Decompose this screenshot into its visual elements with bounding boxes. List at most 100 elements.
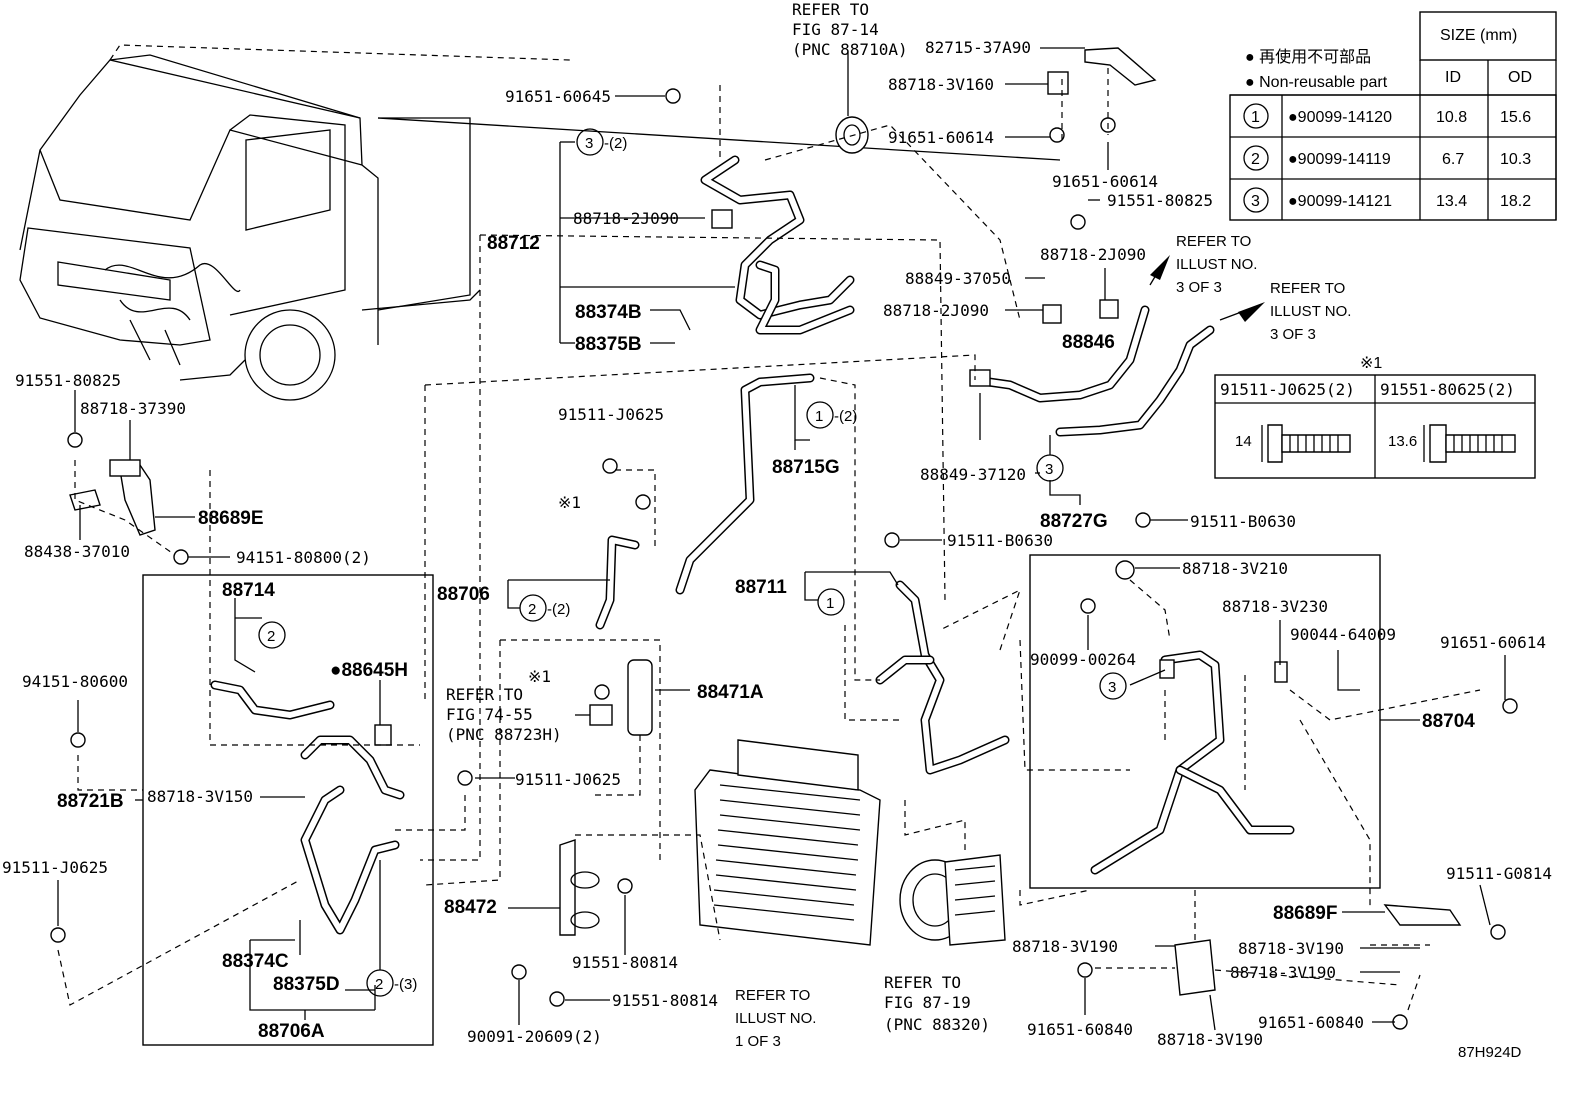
- size-legend: SIZE (mm) ● 再使用不可部品 ● Non-reusable part …: [1229, 11, 1557, 221]
- callout: 88704: [1422, 711, 1475, 732]
- svg-text:ILLUST NO.: ILLUST NO.: [735, 1010, 816, 1027]
- leader-lines: [57, 47, 1506, 1031]
- svg-text:●90099-14119: ●90099-14119: [1288, 151, 1391, 168]
- callout: 88472: [444, 897, 497, 918]
- callout: 88712: [487, 233, 540, 254]
- callout: 88706: [437, 584, 490, 605]
- callout: 94151-80600: [22, 672, 128, 691]
- bracket-88689F: [1383, 904, 1462, 926]
- callout: 88727G: [1040, 511, 1108, 532]
- svg-text:3: 3: [1045, 461, 1053, 478]
- bolt-size-table: ※1 91511-J0625(2) 91551-80625(2) 14 13.6: [1214, 355, 1536, 479]
- svg-text:REFER TO: REFER TO: [735, 987, 810, 1004]
- col-id: ID: [1445, 69, 1461, 86]
- svg-text:1 OF 3: 1 OF 3: [735, 1033, 781, 1050]
- callout: ※1: [558, 493, 581, 512]
- vehicle-illustration: [19, 44, 1061, 401]
- callout: ●88645H: [330, 660, 408, 681]
- callout: ※1: [528, 667, 551, 686]
- callout: 91551-80825: [1107, 191, 1213, 210]
- bracket-88472: [559, 839, 600, 936]
- svg-text:3: 3: [1108, 679, 1116, 696]
- callout: 94151-80800(2): [236, 548, 371, 567]
- callout: 88718-3V160: [888, 75, 994, 94]
- svg-text:1: 1: [815, 408, 823, 425]
- callout: 88706A: [258, 1021, 325, 1042]
- group-box-88706A: [142, 574, 434, 1046]
- svg-text:-(2): -(2): [547, 601, 570, 618]
- svg-text:13.6: 13.6: [1388, 433, 1417, 450]
- col-od: OD: [1508, 69, 1532, 86]
- callout: 82715-37A90: [925, 38, 1031, 57]
- pipes: [210, 155, 1295, 935]
- svg-text:1: 1: [1251, 109, 1260, 126]
- callout: 88718-2J090: [1040, 245, 1146, 264]
- svg-text:-(2): -(2): [604, 135, 627, 152]
- svg-text:15.6: 15.6: [1500, 109, 1531, 126]
- small-parts: [50, 47, 1518, 1030]
- svg-text:●90099-14121: ●90099-14121: [1288, 193, 1392, 210]
- callout: 88718-2J090: [883, 301, 989, 320]
- callout: 88715G: [772, 457, 840, 478]
- svg-text:3 OF 3: 3 OF 3: [1176, 279, 1222, 296]
- svg-text:FIG 87-19: FIG 87-19: [884, 993, 971, 1012]
- svg-text:3: 3: [1251, 193, 1260, 210]
- callout: 88711: [735, 577, 787, 598]
- svg-text:18.2: 18.2: [1500, 193, 1531, 210]
- callout: 88375D: [273, 974, 340, 995]
- svg-text:(PNC 88723H): (PNC 88723H): [446, 725, 562, 744]
- callout: 88718-3V150: [147, 787, 253, 806]
- callout: 91511-G0814: [1446, 864, 1552, 883]
- callout: 88689F: [1273, 903, 1337, 924]
- callout: 91511-J0625: [2, 858, 108, 877]
- callout: 88689E: [198, 508, 264, 529]
- svg-text:(PNC 88710A): (PNC 88710A): [792, 40, 908, 59]
- svg-text:ILLUST NO.: ILLUST NO.: [1270, 303, 1351, 320]
- callout: 88718-3V190: [1157, 1030, 1263, 1049]
- callout: 91511-B0630: [1190, 512, 1296, 531]
- callout: 91651-60840: [1258, 1013, 1364, 1032]
- callout: 91651-60840: [1027, 1020, 1133, 1039]
- callout: 88375B: [575, 334, 642, 355]
- arrow-icon: [1238, 302, 1265, 322]
- callout: 88849-37120: [920, 465, 1026, 484]
- legend-row: 3 ●90099-14121 13.4 18.2: [1243, 187, 1531, 213]
- callout: 91551-80814: [612, 991, 718, 1010]
- callout: 88718-3V210: [1182, 559, 1288, 578]
- group-box-88704: [1029, 554, 1381, 889]
- size-header: SIZE (mm): [1440, 27, 1517, 44]
- svg-text:6.7: 6.7: [1442, 151, 1464, 168]
- compressor: [899, 854, 1006, 946]
- callout: 90044-64009: [1290, 625, 1396, 644]
- callout: 88374B: [575, 302, 642, 323]
- svg-text:(PNC 88320): (PNC 88320): [884, 1015, 990, 1034]
- bracket-88689E: [69, 464, 156, 536]
- svg-text:10.3: 10.3: [1500, 151, 1531, 168]
- arrow-icon: [1150, 255, 1170, 280]
- callout: 91651-60614: [888, 128, 994, 147]
- callout: 91511-B0630: [947, 531, 1053, 550]
- svg-text:2: 2: [375, 976, 383, 993]
- svg-text:2: 2: [267, 628, 275, 645]
- callout: 88718-3V190: [1230, 963, 1336, 982]
- bolt-table-mark: ※1: [1360, 355, 1382, 372]
- svg-text:91511-J0625(2): 91511-J0625(2): [1220, 380, 1355, 399]
- callout: 91651-60614: [1052, 172, 1158, 191]
- svg-text:91551-80625(2): 91551-80625(2): [1380, 380, 1515, 399]
- svg-text:14: 14: [1235, 433, 1252, 450]
- legend-row: 1 ●90099-14120 10.8 15.6: [1243, 103, 1531, 129]
- dashed-guides: [57, 68, 1481, 1011]
- svg-text:REFER TO: REFER TO: [884, 973, 961, 992]
- svg-text:3 OF 3: 3 OF 3: [1270, 326, 1316, 343]
- svg-text:-(2): -(2): [834, 408, 857, 425]
- svg-text:3: 3: [585, 135, 593, 152]
- callout: 91551-80814: [572, 953, 678, 972]
- callout: 88374C: [222, 951, 289, 972]
- legend-en: ● Non-reusable part: [1245, 74, 1388, 91]
- svg-text:●90099-14120: ●90099-14120: [1288, 109, 1392, 126]
- svg-text:REFER TO: REFER TO: [446, 685, 523, 704]
- callout: 88471A: [697, 682, 764, 703]
- svg-text:ILLUST NO.: ILLUST NO.: [1176, 256, 1257, 273]
- svg-text:FIG 74-55: FIG 74-55: [446, 705, 533, 724]
- callout-labels: 91651-60645 82715-37A90 88718-3V160 9165…: [2, 38, 1552, 1049]
